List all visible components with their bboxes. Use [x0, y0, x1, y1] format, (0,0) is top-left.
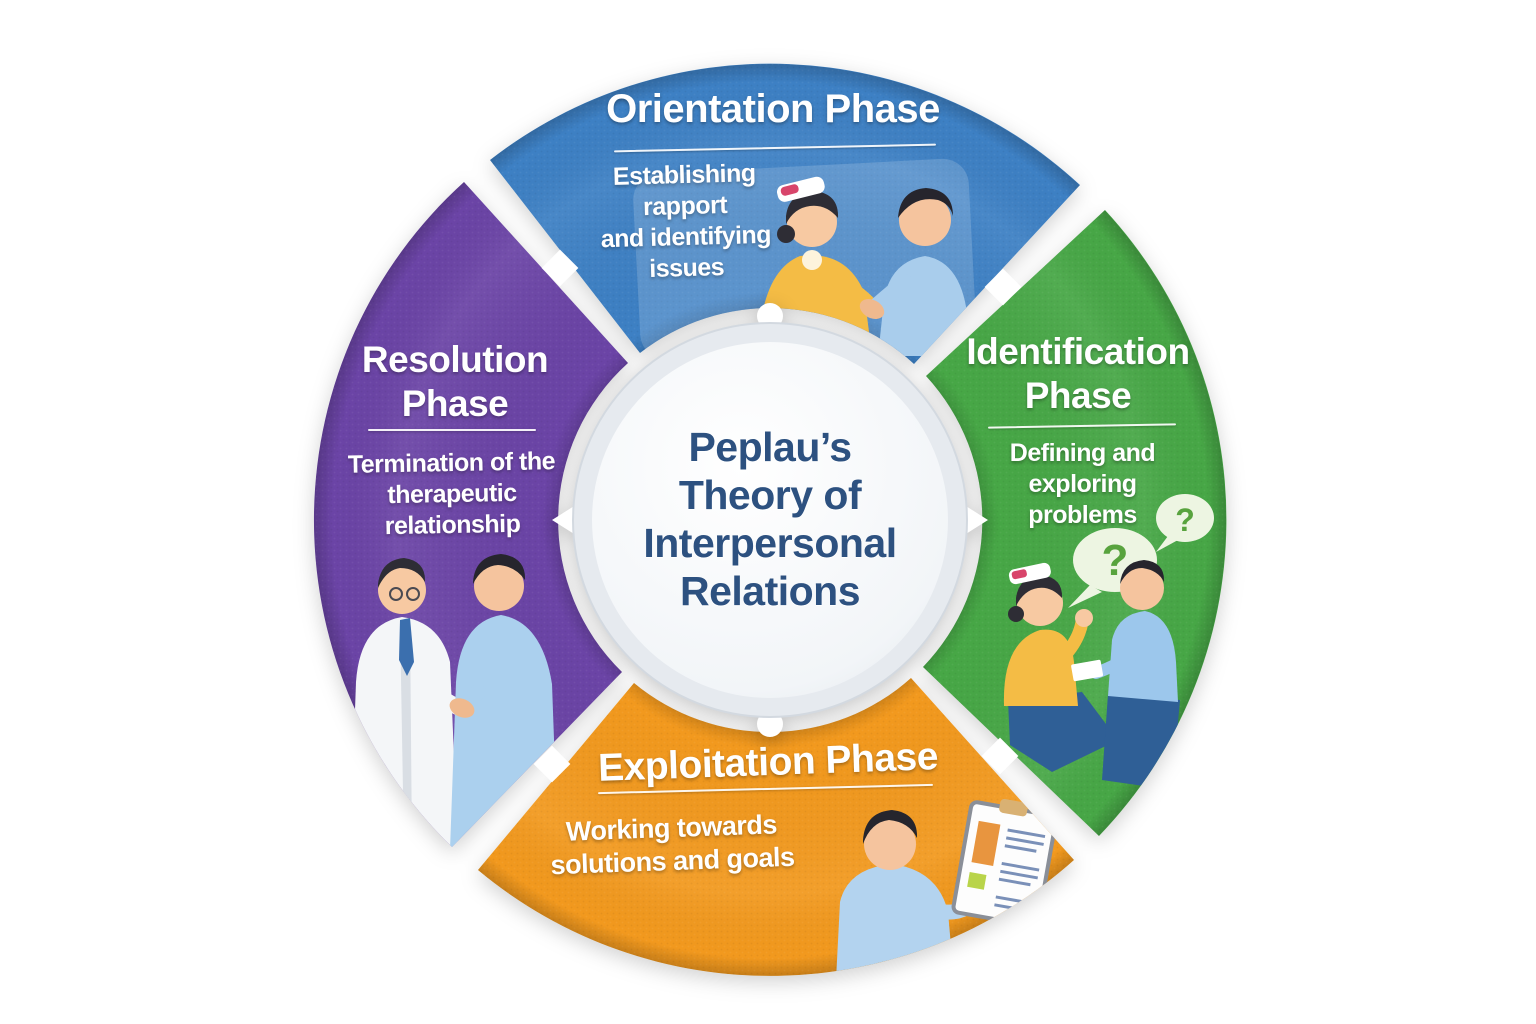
handshake-hands	[859, 298, 885, 320]
diagram-center-title: Peplau’s Theory of Interpersonal Relatio…	[608, 424, 932, 616]
nurse-hand	[1075, 609, 1093, 627]
clipboard-clip	[999, 798, 1028, 817]
nurse-hair-bun	[1008, 606, 1024, 622]
desc-line: relationship	[384, 509, 521, 541]
speech-bubble-large-tail	[1068, 585, 1102, 608]
speech-bubble-small-tail	[1156, 536, 1178, 552]
nurse-cap	[1008, 562, 1051, 585]
desc-line: and identifying	[600, 220, 772, 254]
question-mark-icon: ?	[1175, 502, 1195, 538]
patient-hair	[898, 188, 953, 218]
patient-head	[474, 561, 524, 611]
man-hair	[863, 810, 918, 844]
notch-tab	[984, 268, 1022, 306]
nurse-hair-bun	[777, 225, 795, 243]
patient-legs	[1102, 694, 1180, 790]
title-line: Identification	[966, 331, 1190, 372]
patient-hair	[473, 554, 526, 584]
man-head	[864, 818, 916, 870]
desc-line: therapeutic	[387, 478, 517, 510]
desc-line: Establishing	[612, 159, 756, 191]
title-line: Phase	[401, 382, 509, 424]
patient-head	[899, 194, 951, 246]
title-line: Orientation Phase	[606, 87, 940, 131]
nurse-head	[1017, 580, 1063, 626]
nurse-hair	[1016, 575, 1063, 606]
notch-tab	[541, 249, 579, 287]
center-title-line: Peplau’s	[688, 424, 852, 470]
handshake-hands	[449, 698, 475, 718]
notch-tab	[533, 745, 571, 783]
doctor-glasses-right	[406, 587, 420, 601]
doctor-head	[378, 566, 426, 614]
exploitation-phase-description: Working towards solutions and goals	[501, 806, 843, 885]
desc-line: issues	[648, 253, 725, 283]
center-title-line: Relations	[679, 567, 861, 614]
nurse-legs	[1008, 692, 1118, 772]
doctor-tie	[399, 618, 414, 676]
desc-line: Defining and	[1009, 439, 1156, 467]
clipboard-chart-square	[967, 872, 987, 890]
desc-line: exploring	[1028, 470, 1137, 498]
patient-hair	[1120, 560, 1165, 584]
center-hub	[552, 303, 988, 737]
orientation-phase-title: Orientation Phase	[483, 86, 1063, 133]
doctor-glasses-left	[389, 587, 403, 601]
resolution-phase-description: Termination of the therapeutic relations…	[326, 446, 578, 543]
title-line: Phase	[1024, 374, 1132, 416]
identification-phase-title: Identification Phase	[948, 330, 1208, 417]
clipboard	[951, 798, 1058, 928]
center-title-line: Interpersonal	[643, 519, 897, 566]
nurse-body	[1003, 629, 1078, 706]
clipboard-chart-bar	[971, 820, 1001, 866]
orientation-phase-description: Establishing rapport and identifying iss…	[586, 157, 784, 286]
identification-phase-description: Defining and exploring problems	[975, 438, 1190, 531]
notch-tab	[981, 737, 1019, 775]
desc-line: Termination of the	[347, 447, 556, 479]
desc-line: problems	[1028, 501, 1137, 529]
title-line: Resolution	[361, 339, 549, 380]
resolution-title-underline	[368, 429, 536, 431]
nurse-cap	[776, 176, 825, 202]
resolution-phase-title: Resolution Phase	[330, 338, 580, 425]
nurse-hair	[786, 191, 839, 224]
divider-notches	[533, 249, 1022, 783]
speech-bubble-small	[1156, 494, 1214, 542]
identification-illustration: ? ?	[1003, 494, 1214, 790]
doctor-hair	[378, 558, 426, 588]
patient-body	[1108, 611, 1178, 702]
patient-head	[1120, 566, 1164, 610]
desc-line: rapport	[642, 190, 728, 222]
nurse-collar	[802, 250, 822, 270]
patient-paper	[1071, 659, 1104, 682]
hub-face	[592, 342, 948, 698]
nurse-head	[787, 197, 837, 247]
center-title-line: Theory of	[678, 471, 862, 518]
